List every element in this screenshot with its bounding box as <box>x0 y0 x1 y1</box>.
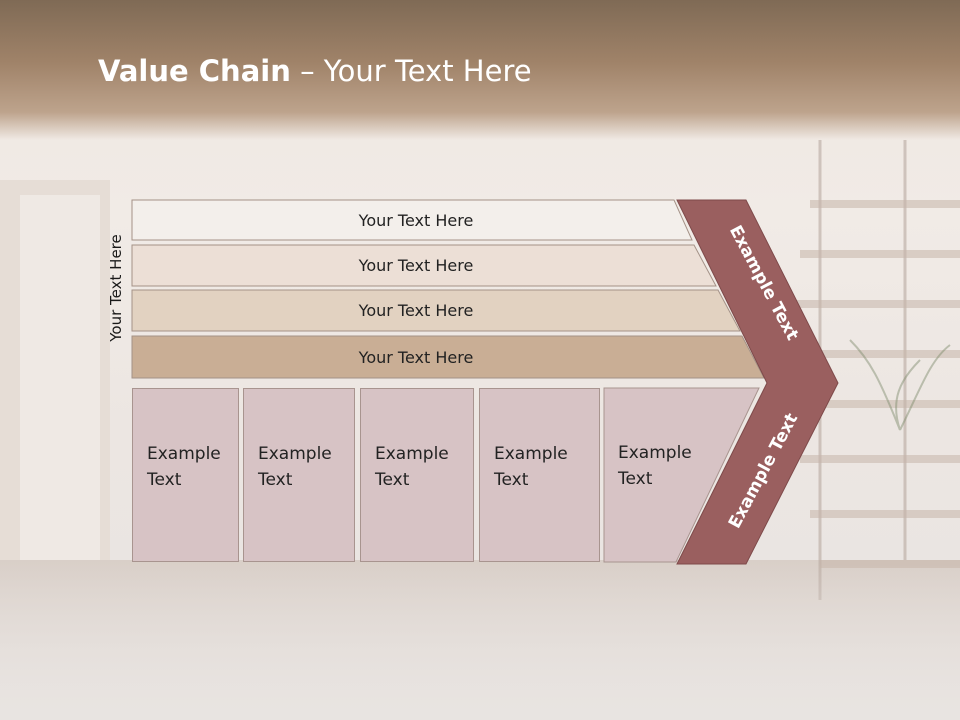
box-line2: Text <box>147 470 182 490</box>
row-bar-3 <box>131 289 741 332</box>
reflection-fade <box>0 564 960 720</box>
box-line2: Text <box>494 470 529 490</box>
title-rest: – Your Text Here <box>290 54 532 88</box>
box-line1: Example <box>147 444 221 464</box>
header-band <box>0 0 960 140</box>
box-line1: Example <box>618 443 692 463</box>
box-line2: Text <box>618 469 653 489</box>
last-box-shape <box>603 387 760 563</box>
activity-box-2: Example Text <box>243 388 355 562</box>
activity-box-3: Example Text <box>360 388 474 562</box>
activity-box-5: Example Text <box>604 388 724 562</box>
box-line1: Example <box>258 444 332 464</box>
box-line1: Example <box>375 444 449 464</box>
activity-box-4: Example Text <box>479 388 600 562</box>
row-bar-2 <box>131 244 717 287</box>
row-bar-4 <box>131 335 765 379</box>
activity-box-1: Example Text <box>132 388 239 562</box>
box-line1: Example <box>494 444 568 464</box>
slide-title: Value Chain – Your Text Here <box>98 54 532 88</box>
row-bar-1 <box>131 199 693 241</box>
box-line2: Text <box>375 470 410 490</box>
title-bold: Value Chain <box>98 54 291 88</box>
box-line2: Text <box>258 470 293 490</box>
